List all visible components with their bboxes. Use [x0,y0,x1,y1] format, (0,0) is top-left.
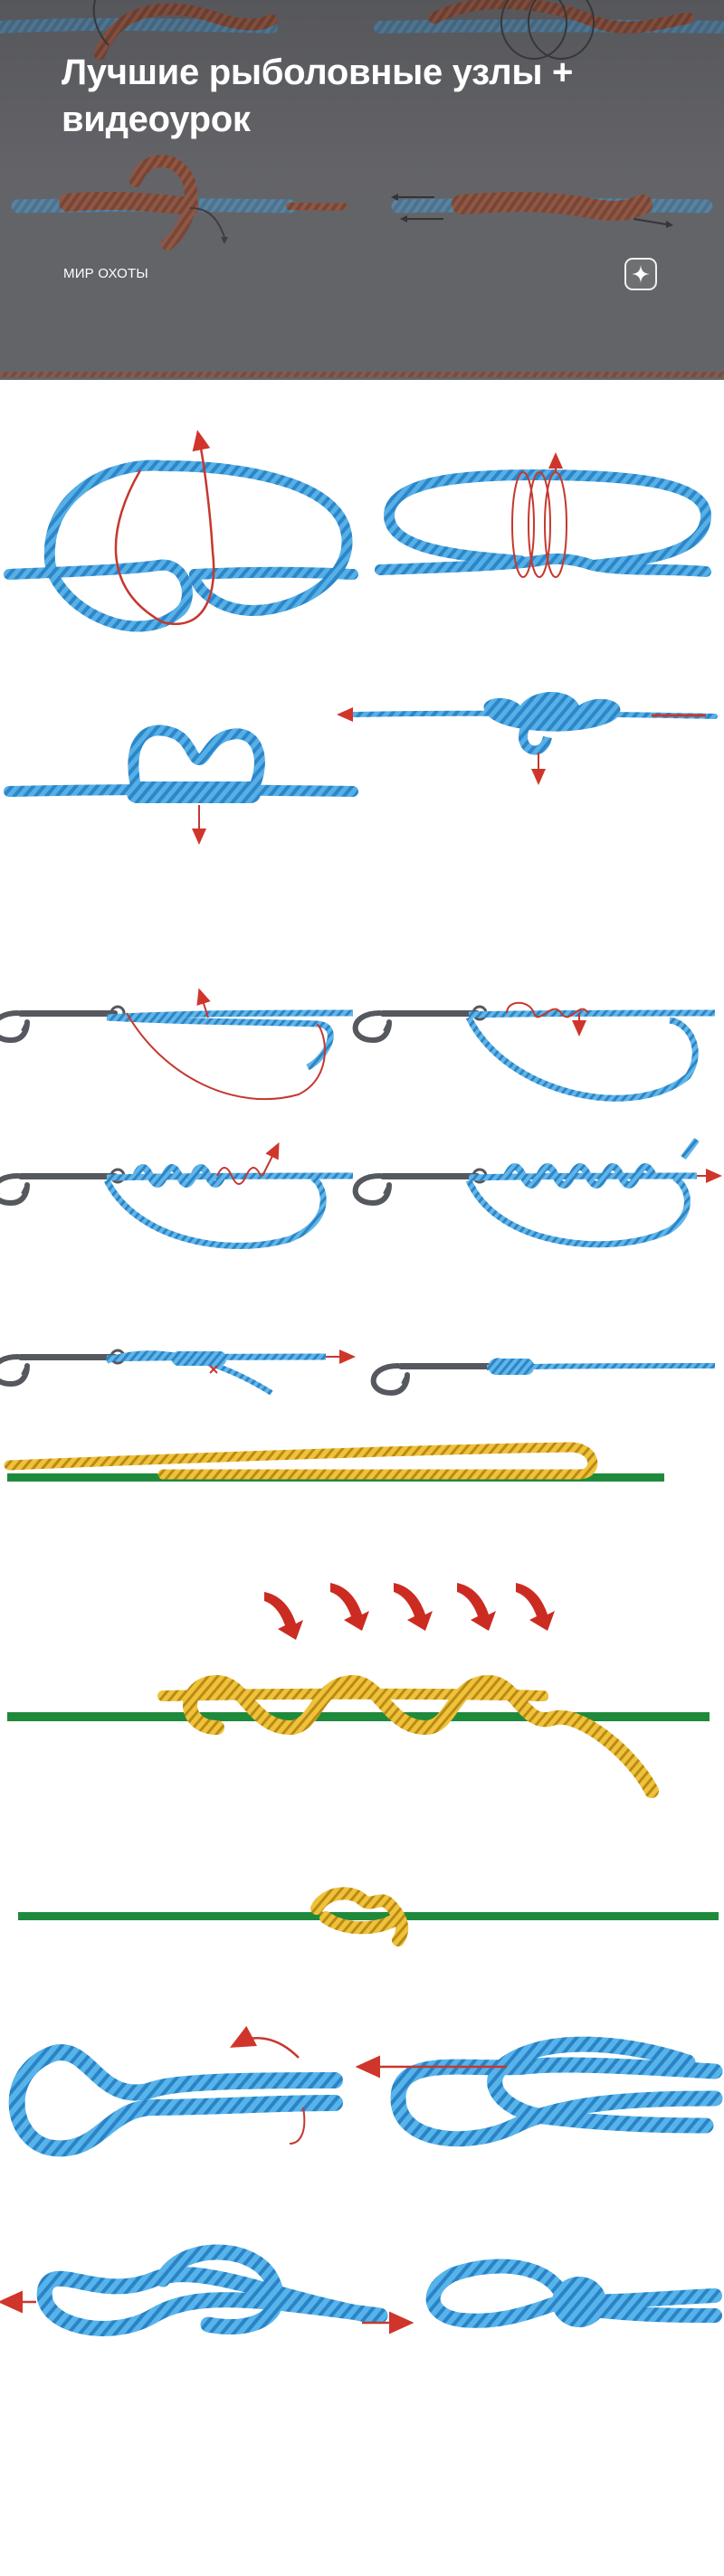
article-hero: Лучшие рыболовные узлы + видеоурок МИР О… [0,0,724,380]
knot-2-step-c [0,1141,354,1249]
knot-illustration-2 [0,914,724,1438]
knot-1-step-c [4,724,358,845]
knot-2-steps [0,988,722,1438]
knot-4-step-c [0,2244,414,2336]
knot-4-step-b [355,2036,723,2147]
knot-illustration-3 [0,1438,724,1990]
knot-4-step-a [8,2025,343,2157]
knot-1-step-d [337,692,718,785]
knot-2-step-b [356,1001,716,1102]
knot-illustration-4 [0,1990,724,2576]
knot-2-step-d [356,1137,722,1248]
hero-overlay [0,0,724,380]
knot-3-steps [4,1442,719,1946]
zen-channel-button[interactable] [624,258,657,290]
knot-1-steps [4,430,718,845]
knot-1-step-a [4,430,358,632]
knot-3-step-a [4,1442,664,1482]
knot-2-step-a [0,988,354,1101]
knot-2-step-f [374,1359,716,1393]
zen-star-icon [632,265,650,283]
knot-3-step-b [7,1583,710,1798]
knot-2-step-e [0,1350,356,1396]
channel-name-link[interactable]: МИР ОХОТЫ [63,266,148,281]
knot-illustration-1 [0,380,724,914]
article-title: Лучшие рыболовные узлы + видеоурок [62,52,574,139]
knot-4-step-d [425,2259,722,2328]
knot-1-step-b [375,452,712,578]
knot-3-step-c [18,1887,719,1946]
knot-4-steps [0,2025,723,2336]
